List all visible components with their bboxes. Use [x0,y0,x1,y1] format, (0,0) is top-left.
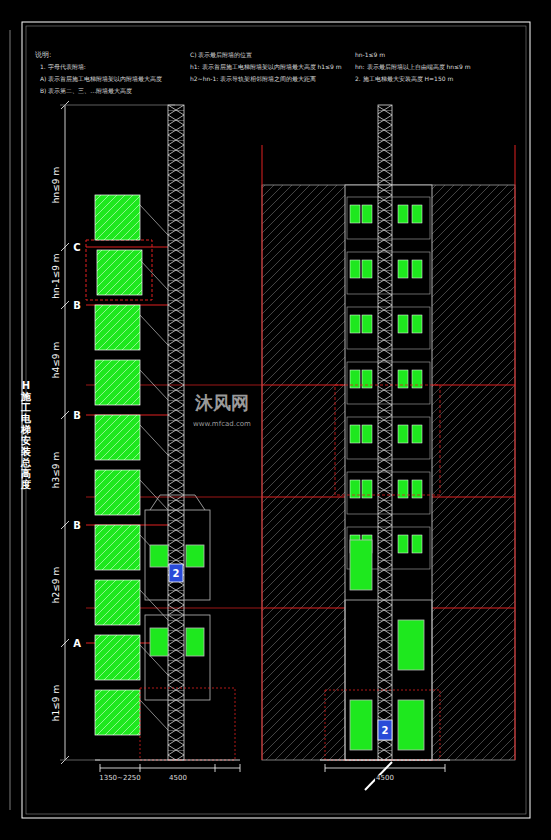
window [350,260,360,278]
note-text: hn: 表示最后附墙以上自由端高度 hn≤9 m [355,64,471,71]
note-text: h1: 表示首层施工电梯附墙架以内附墙最大高度 h1≤9 m [190,64,342,71]
scaffold-panel [95,635,140,680]
tie-line [140,700,168,730]
window [362,315,372,333]
window [398,205,408,223]
tie-letter: B [72,410,82,421]
note-text: C) 表示最后附墙的位置 [190,52,252,59]
dimension-line [60,101,175,764]
scaffold-panel [95,470,140,515]
window [412,535,422,553]
window [362,425,372,443]
dimension: h1≤9 m [52,684,62,722]
window [362,260,372,278]
note-text: 说明: [35,52,51,60]
note-text: 1. 字母代表附墙: [40,64,86,71]
scaffold-panel [95,195,140,240]
elevator-cage [320,385,450,790]
dimension: h4≤9 m [52,341,62,379]
tie-letter: B [72,300,82,311]
watermark: www.mfcad.com [192,421,252,429]
scaffold-panel [95,415,140,460]
scaffold-panel [95,360,140,405]
window [350,425,360,443]
window [412,205,422,223]
note-text: 2. 施工电梯最大安装高度 H=150 m [355,76,453,83]
window [350,315,360,333]
scaffold-panel [95,580,140,625]
scaffold-panel [95,690,140,735]
scaffold-panel [95,305,140,350]
watermark: 沐风网 [194,393,250,413]
tie-letter: A [72,638,82,649]
dimension: 4500 [375,775,395,783]
elevator-cage [95,495,240,772]
cage-number: 2 [173,568,180,579]
tie-line [140,260,168,290]
dimension: h3≤9 m [52,451,62,489]
window [412,315,422,333]
tie-line [140,370,168,400]
window [412,425,422,443]
window [398,535,408,553]
window [398,315,408,333]
guide-mast [168,105,184,760]
tie-line [140,590,168,620]
window [412,260,422,278]
dimension: 4500 [168,775,188,783]
note-text: B) 表示第二、三、…附墙最大高度 [40,88,132,95]
tie-line [140,425,168,455]
tie-letter: B [72,520,82,531]
dimension: hn≤9 m [52,166,62,204]
window [350,205,360,223]
note-text: hn-1≤9 m [355,52,385,59]
window [398,425,408,443]
scaffold-panels [95,195,168,735]
note-text: A) 表示首层施工电梯附墙架以内附墙最大高度 [40,76,162,83]
dimension: 1350~2250 [98,775,142,783]
total-height-label: H施工电梯安装总高度 [21,380,31,490]
cage-number: 2 [382,725,389,736]
tie-line [140,205,168,235]
tie-letter: C [72,242,81,253]
scaffold-panel [97,250,142,295]
tie-line [140,315,168,345]
window [362,205,372,223]
note-text: h2~hn-1: 表示导轨架相邻附墙之间的最大距离 [190,76,316,83]
scaffold-panel [95,525,140,570]
guide-mast [378,105,392,760]
dimension: h2≤9 m [52,566,62,604]
window [398,260,408,278]
dimension: hn-1≤9 m [52,252,62,299]
